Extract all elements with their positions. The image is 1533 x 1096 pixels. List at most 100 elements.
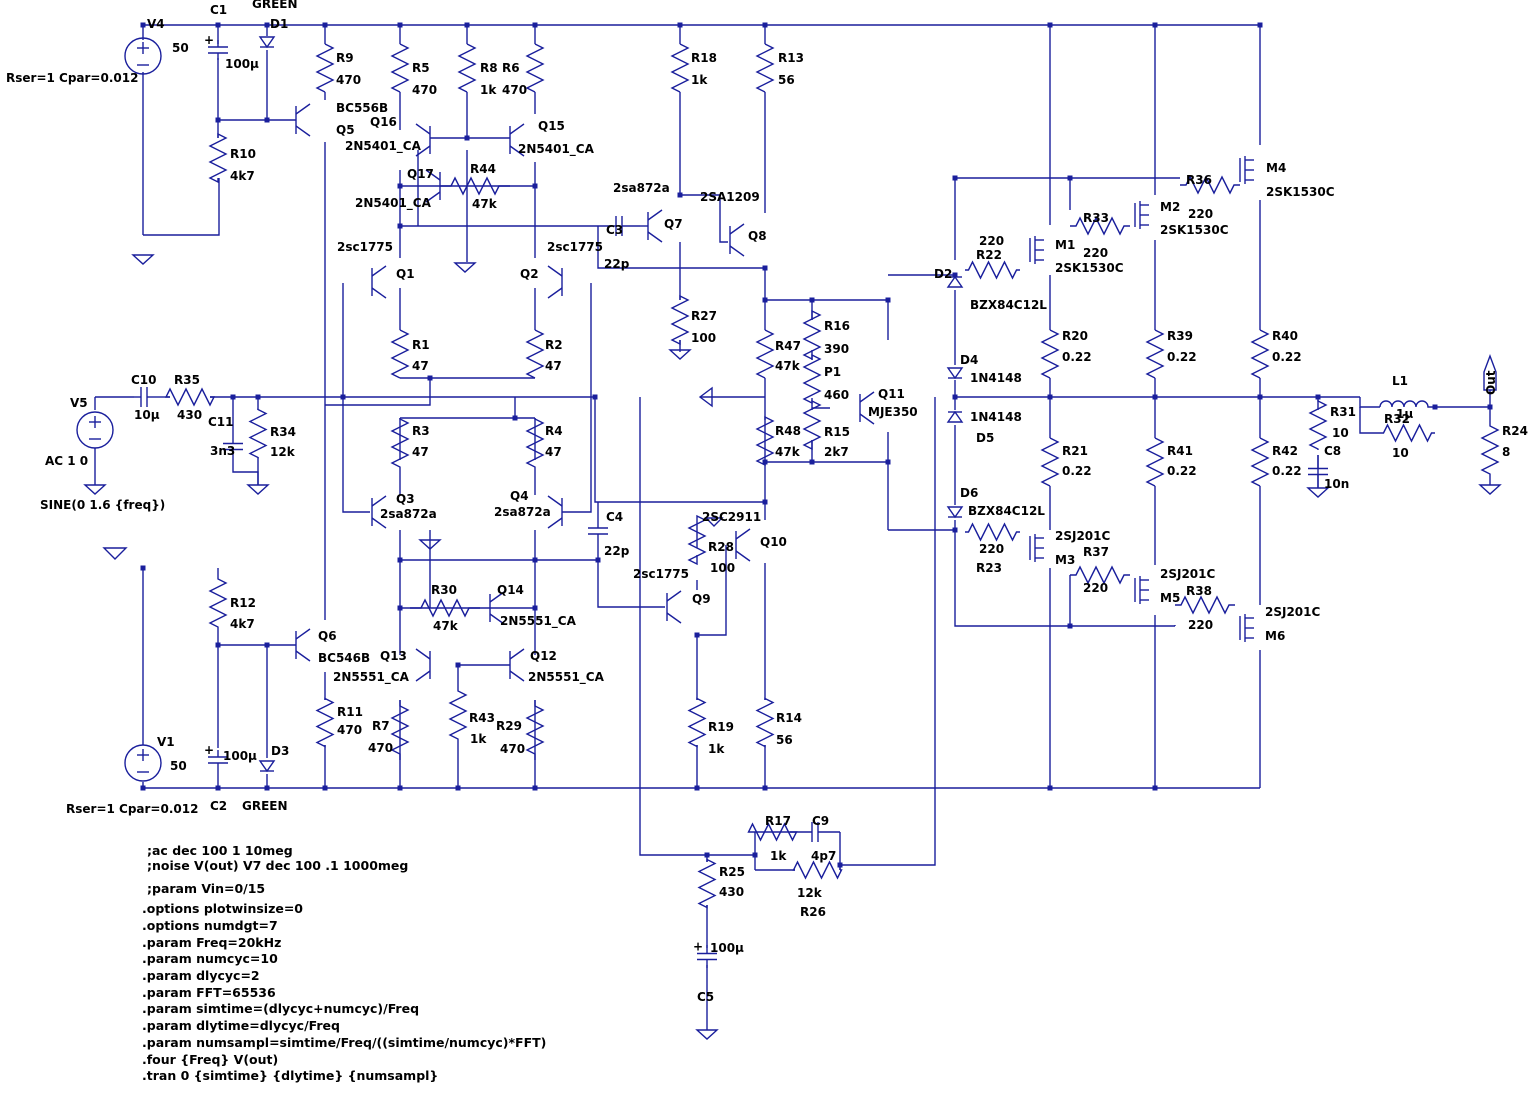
label-r27-val: 100 bbox=[691, 331, 716, 345]
label-q10-val: 2SC2911 bbox=[702, 510, 761, 524]
junction-dot bbox=[532, 605, 538, 611]
label-d2: D2 bbox=[934, 267, 952, 281]
label-r36-val: 220 bbox=[1188, 207, 1213, 221]
label-q6-val: BC546B bbox=[318, 651, 370, 665]
label-r4: R4 bbox=[545, 424, 563, 438]
label-r23-val: 220 bbox=[979, 542, 1004, 556]
label-d5: D5 bbox=[976, 431, 994, 445]
transistor-q12 bbox=[509, 648, 525, 660]
junction-dot bbox=[397, 785, 403, 791]
label-q2: Q2 bbox=[520, 267, 539, 281]
junction-dot bbox=[464, 22, 470, 28]
resistor-r23 bbox=[965, 522, 1020, 542]
label-p1-val: 460 bbox=[824, 388, 849, 402]
wire bbox=[840, 397, 936, 866]
label-r38-val: 220 bbox=[1188, 618, 1213, 632]
spice-directive: .options numdgt=7 bbox=[142, 918, 278, 933]
label-r19: R19 bbox=[708, 720, 734, 734]
label-r4-val: 47 bbox=[545, 445, 562, 459]
label-r29-val: 470 bbox=[500, 742, 525, 756]
inductor-l1 bbox=[1379, 400, 1435, 408]
zener-d6 bbox=[946, 506, 964, 519]
resistor-r24 bbox=[1480, 425, 1500, 475]
junction-dot bbox=[885, 459, 891, 465]
label-r20: R20 bbox=[1062, 329, 1088, 343]
resistor-r21 bbox=[1040, 437, 1060, 487]
ground-symbol bbox=[698, 386, 713, 408]
label-d6-val: BZX84C12L bbox=[968, 504, 1045, 518]
label-r48: R48 bbox=[775, 424, 801, 438]
resistor-r29 bbox=[525, 700, 545, 760]
label-r29: R29 bbox=[496, 719, 522, 733]
label-r5-val: 470 bbox=[412, 83, 437, 97]
label-r7-val: 470 bbox=[368, 741, 393, 755]
label-q1: Q1 bbox=[396, 267, 415, 281]
transistor-q13 bbox=[415, 670, 431, 682]
transistor-q11 bbox=[859, 413, 875, 425]
label-c8-val: 10n bbox=[1324, 477, 1349, 491]
label-v5-ac: AC 1 0 bbox=[45, 454, 88, 468]
led-d1 bbox=[258, 36, 276, 49]
label-q16-val: 2N5401_CA bbox=[345, 139, 422, 154]
label-r6: R6 bbox=[502, 61, 520, 75]
label-r21: R21 bbox=[1062, 444, 1088, 458]
label-d2-val: BZX84C12L bbox=[970, 298, 1047, 312]
label-d1: D1 bbox=[270, 17, 288, 31]
label-r6-val: 470 bbox=[502, 83, 527, 97]
label-r26-val: 12k bbox=[797, 886, 823, 900]
diode-d4 bbox=[946, 367, 964, 380]
label-q17: Q17 bbox=[407, 167, 434, 181]
junction-dot bbox=[1257, 394, 1263, 400]
wire bbox=[597, 226, 765, 269]
junction-dot bbox=[1047, 394, 1053, 400]
junction-dot bbox=[264, 642, 270, 648]
junction-dot bbox=[397, 22, 403, 28]
transistor-q6 bbox=[295, 650, 311, 662]
resistor-r13 bbox=[755, 43, 775, 93]
label-c3-val: 22p bbox=[604, 257, 630, 271]
junction-dot bbox=[140, 785, 146, 791]
transistor-q14 bbox=[489, 591, 505, 603]
label-r32: R32 bbox=[1384, 412, 1410, 426]
wire bbox=[697, 545, 727, 636]
resistor-r2 bbox=[525, 329, 545, 379]
label-r18-val: 1k bbox=[691, 73, 708, 87]
label-r14-val: 56 bbox=[776, 733, 793, 747]
label-q5-val: BC556B bbox=[336, 101, 388, 115]
label-r48-val: 47k bbox=[775, 445, 801, 459]
ground-symbol bbox=[83, 484, 107, 495]
spice-directive: .param simtime=(dlycyc+numcyc)/Freq bbox=[142, 1001, 419, 1016]
resistor-r12 bbox=[208, 578, 228, 628]
label-r16-val: 390 bbox=[824, 342, 849, 356]
label-r25-val: 430 bbox=[719, 885, 744, 899]
label-r10: R10 bbox=[230, 147, 256, 161]
label-r8-val: 1k bbox=[480, 83, 497, 97]
label-m5: M5 bbox=[1160, 591, 1180, 605]
label-r33-val: 220 bbox=[1083, 246, 1108, 260]
label-r11: R11 bbox=[337, 705, 363, 719]
label-r3: R3 bbox=[412, 424, 430, 438]
resistor-r20 bbox=[1040, 329, 1060, 379]
label-r28-val: 100 bbox=[710, 561, 735, 575]
transistor-q13 bbox=[415, 648, 431, 660]
label-c3: C3 bbox=[606, 223, 623, 237]
spice-directive: .param dlytime=dlycyc/Freq bbox=[142, 1018, 340, 1033]
output-flag bbox=[1483, 354, 1497, 391]
junction-dot bbox=[762, 499, 768, 505]
resistor-r15 bbox=[802, 399, 822, 451]
label-r37-val: 220 bbox=[1083, 581, 1108, 595]
label-r12-val: 4k7 bbox=[230, 617, 255, 631]
junction-dot bbox=[1152, 785, 1158, 791]
label-r39-val: 0.22 bbox=[1167, 350, 1197, 364]
resistor-r28 bbox=[687, 514, 707, 566]
label-q6: Q6 bbox=[318, 629, 337, 643]
transistor-q1 bbox=[371, 287, 387, 299]
junction-dot bbox=[397, 557, 403, 563]
label-r2: R2 bbox=[545, 338, 563, 352]
label-q8: Q8 bbox=[748, 229, 767, 243]
components bbox=[76, 36, 1502, 1040]
label-q3-val: 2sa872a bbox=[380, 507, 437, 521]
label-m3-val: 2SJ201C bbox=[1055, 529, 1111, 543]
label-c1: C1 bbox=[210, 3, 227, 17]
wire bbox=[680, 194, 728, 243]
